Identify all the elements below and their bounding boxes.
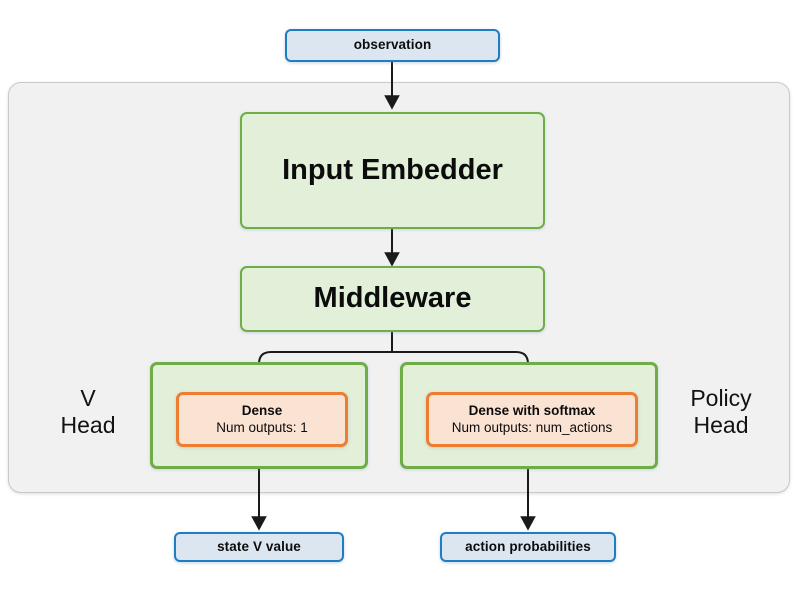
node-middleware-label: Middleware [313,282,472,315]
node-v-dense-title: Dense [241,402,283,418]
group-v-head[interactable]: Dense Num outputs: 1 [150,362,368,469]
node-action-probabilities-label: action probabilities [465,538,591,554]
node-input-embedder[interactable]: Input Embedder [240,112,545,229]
node-policy-dense-layer[interactable]: Dense with softmax Num outputs: num_acti… [426,392,638,447]
node-state-v-value-label: state V value [217,538,301,554]
caption-policy-head: Policy Head [690,385,752,438]
node-v-dense-layer[interactable]: Dense Num outputs: 1 [176,392,348,447]
caption-v-head: V Head [60,385,116,438]
node-observation-label: observation [353,37,432,53]
node-policy-dense-subtitle: Num outputs: num_actions [451,419,613,435]
node-action-probabilities[interactable]: action probabilities [440,532,616,562]
node-state-v-value[interactable]: state V value [174,532,344,562]
node-observation[interactable]: observation [285,29,500,62]
group-policy-head[interactable]: Dense with softmax Num outputs: num_acti… [400,362,658,469]
node-middleware[interactable]: Middleware [240,266,545,332]
node-policy-dense-title: Dense with softmax [468,402,596,418]
node-v-dense-subtitle: Num outputs: 1 [216,419,308,435]
node-input-embedder-label: Input Embedder [282,153,503,186]
